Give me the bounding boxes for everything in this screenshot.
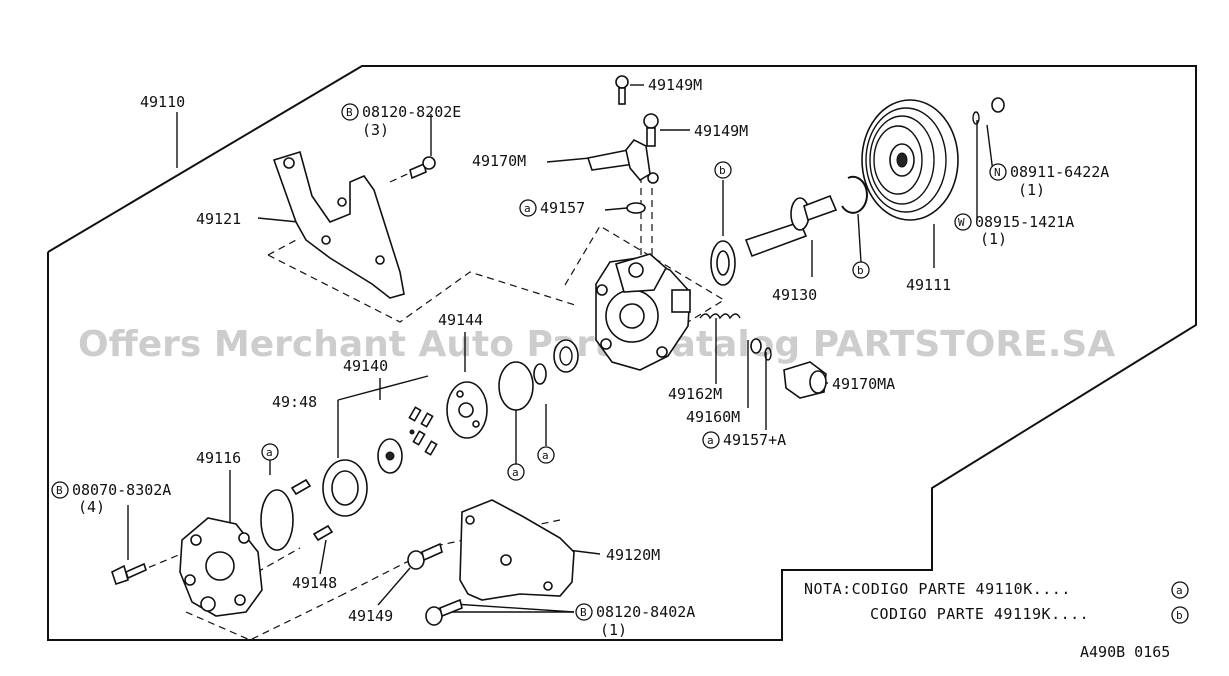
label-49140: 49140: [343, 357, 388, 375]
qty-08070-8302A: (4): [78, 498, 105, 516]
label-49149: 49149: [348, 607, 393, 625]
svg-text:a: a: [542, 449, 549, 462]
label-49110: 49110: [140, 93, 185, 111]
ref-circle-b-ring: b: [852, 261, 870, 279]
union-49170M: [586, 138, 659, 184]
part-code-note: NOTA:CODIGO PARTE 49110K.... a CODIGO PA…: [804, 580, 1189, 624]
label-49170MA: 49170MA: [832, 375, 895, 393]
cam-ring: [322, 459, 368, 517]
ref-circle-a-gasket: a: [261, 443, 279, 461]
bolt-08120-8402A: [425, 598, 463, 626]
note-line-2: CODIGO PARTE 49119K....: [870, 605, 1089, 623]
pump-body: [595, 253, 691, 371]
svg-text:a: a: [266, 446, 273, 459]
bracket-49121: [272, 150, 405, 299]
prefix-circle-08070-8302A: [51, 481, 69, 499]
label-49160M: 49160M: [686, 408, 740, 426]
qty-08120-8202E: (3): [362, 121, 389, 139]
svg-text:b: b: [1176, 609, 1183, 622]
prefix-circle-49157A: [702, 431, 720, 449]
svg-text:a: a: [707, 434, 714, 447]
label-08911-6422A: 08911-6422A: [1010, 163, 1109, 181]
label-49116: 49116: [196, 449, 241, 467]
figure-code: A490B 0165: [1080, 643, 1170, 661]
prefix-circle-49157: [519, 199, 537, 217]
leader-lines: [127, 84, 994, 613]
label-49149M-top: 49149M: [648, 76, 702, 94]
oring-small: [533, 363, 547, 385]
pins-49148: [290, 478, 334, 542]
svg-text:B: B: [580, 606, 587, 619]
gasket-rear: [260, 489, 294, 551]
label-08915-1421A: 08915-1421A: [975, 213, 1074, 231]
label-49162M: 49162M: [668, 385, 722, 403]
svg-text:b: b: [719, 164, 726, 177]
bolt-49149: [407, 542, 443, 570]
svg-text:B: B: [56, 484, 63, 497]
prefix-circle-08915-1421A: [954, 213, 972, 231]
svg-text:a: a: [1176, 584, 1183, 597]
note-ref-circle-a: [1171, 581, 1189, 599]
label-49148-bottom: 49148: [292, 574, 337, 592]
callout-labels: 49110 49121 B 08120-8202E (3) 49149M 491…: [51, 76, 1109, 639]
rear-cover-49116: [179, 517, 263, 617]
gasket: [498, 361, 534, 411]
label-49130: 49130: [772, 286, 817, 304]
svg-text:W: W: [958, 216, 965, 229]
bolt-08070-8302A: [111, 562, 147, 586]
label-49120M: 49120M: [606, 546, 660, 564]
prefix-circle-08120-8202E: [341, 103, 359, 121]
snap-ring: [841, 175, 868, 214]
prefix-circle-08911-6422A: [989, 163, 1007, 181]
oring-49157: [626, 202, 646, 214]
shaft-49130: [744, 194, 838, 258]
pulley-49111: [861, 99, 959, 221]
bracket-49120M: [459, 499, 575, 601]
nut-washer: [972, 97, 1005, 125]
bolt-08120-8202E: [389, 156, 436, 183]
label-49149M-mid: 49149M: [694, 122, 748, 140]
cartridge-ring: [553, 339, 579, 373]
ref-circle-a-oring: a: [537, 446, 555, 464]
ref-circle-b-seal: b: [714, 161, 732, 179]
connector-49170MA: [783, 361, 827, 399]
note-line-1: NOTA:CODIGO PARTE 49110K....: [804, 580, 1071, 598]
flow-valve-parts: [699, 313, 772, 361]
bolt-49149M-mid: [643, 113, 659, 147]
note-ref-circle-b: [1171, 606, 1189, 624]
svg-text:a: a: [524, 202, 531, 215]
label-49157: 49157: [540, 199, 585, 217]
label-49148-top: 49:48: [272, 393, 317, 411]
assembly-frame: [47, 65, 1197, 641]
rotor-vanes-49140: [377, 406, 438, 474]
label-49144: 49144: [438, 311, 483, 329]
qty-08120-8402A: (1): [600, 621, 627, 639]
svg-text:a: a: [512, 466, 519, 479]
svg-text:b: b: [857, 264, 864, 277]
label-08120-8402A: 08120-8402A: [596, 603, 695, 621]
prefix-circle-08120-8402A: [575, 603, 593, 621]
svg-text:B: B: [346, 106, 353, 119]
oil-seal: [710, 240, 736, 286]
label-49111: 49111: [906, 276, 951, 294]
qty-08911-6422A: (1): [1018, 181, 1045, 199]
ref-circle-a-cartridge: a: [507, 463, 525, 481]
svg-text:N: N: [994, 166, 1001, 179]
label-08070-8302A: 08070-8302A: [72, 481, 171, 499]
side-plate-49144: [446, 381, 488, 439]
bolt-49149M-top: [615, 75, 629, 105]
qty-08915-1421A: (1): [980, 230, 1007, 248]
label-49157A: 49157+A: [723, 431, 786, 449]
label-49121: 49121: [196, 210, 241, 228]
label-49170M: 49170M: [472, 152, 526, 170]
label-08120-8202E: 08120-8202E: [362, 103, 461, 121]
